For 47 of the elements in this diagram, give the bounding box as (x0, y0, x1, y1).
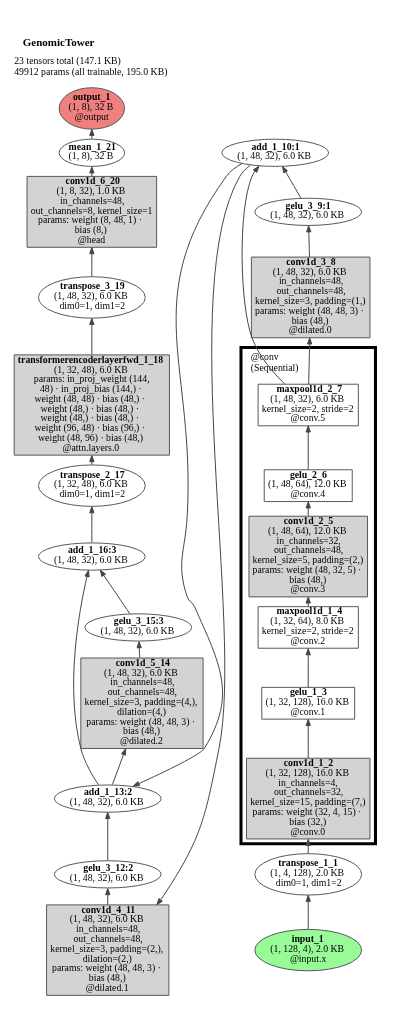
node-box: gelu_1_3 (1, 32, 128), 16.0 KB @conv.1 (261, 686, 356, 720)
node-box: conv1d_2_5 (1, 48, 64), 12.0 KB in_channels=32, out_channels=48, kernel_size=5, padding=(2,) params: weight (48, 32, 5) · bias (48,) @conv.3 (248, 515, 368, 597)
node-ellipse: transpose_3_19 (1, 48, 32), 6.0 KB dim0=1, dim1=2 (37, 275, 146, 319)
arrow (89, 317, 95, 355)
arrow (306, 224, 312, 258)
node-ellipse: gelu_3_9:1 (1, 48, 32), 6.0 KB (254, 197, 363, 226)
node-ellipse: input_1 (1, 128, 4), 2.0 KB @input.x (254, 928, 363, 971)
node-ellipse: output_1 (1, 8), 32 B @output (58, 86, 125, 130)
node-box: conv1d_3_8 (1, 48, 32), 6.0 KB in_channels=48, out_channels=48, kernel_size=3, padding=(1,) params: weight (48, 48, 3) · bias (48,) @dilated.0 (250, 256, 371, 338)
arrow (89, 128, 95, 139)
node-box: conv1d_6_20 (1, 8, 32), 1.0 KB in_channels=48, out_channels=8, kernel_size=1 params: weight (8, 48, 1) · bias (8,) @head (26, 175, 158, 248)
arrow (73, 569, 99, 785)
node-box: gelu_2_6 (1, 48, 64), 12.0 KB @conv.4 (263, 468, 353, 502)
arrow (112, 747, 127, 785)
arrow (89, 505, 95, 543)
arrow (305, 718, 311, 758)
arrow (105, 887, 111, 905)
node-box: maxpool1d_1_4 (1, 32, 64), 8.0 KB kernel_size=2, stride=2 @conv.2 (257, 605, 359, 649)
arrow (307, 336, 313, 384)
label: 23 tensors total (147.1 KB) (14, 54, 121, 66)
node-ellipse: gelu_3_12:2 (1, 48, 32), 6.0 KB (53, 859, 162, 888)
node-ellipse: transpose_1_1 (1, 4, 128), 2.0 KB dim0=1, dim1=2 (254, 852, 363, 896)
arrow (305, 424, 311, 470)
node-ellipse: transpose_2_17 (1, 32, 48), 6.0 KB dim0=1, dim1=2 (37, 463, 146, 507)
node-ellipse: add_1_10:1 (1, 48, 32), 6.0 KB (221, 138, 330, 167)
node-ellipse: add_1_16:3 (1, 48, 32), 6.0 KB (37, 541, 146, 571)
arrow (132, 162, 243, 787)
arrow (99, 569, 131, 614)
arrow (156, 164, 251, 905)
arrow (105, 811, 111, 861)
node-ellipse: add_1_13:2 (1, 48, 32), 6.0 KB (53, 784, 162, 813)
node-ellipse: gelu_3_15:3 (1, 48, 32), 6.0 KB (84, 612, 193, 642)
arrow (282, 165, 302, 199)
arrow (89, 246, 95, 277)
arrow (305, 647, 311, 688)
node-box: conv1d_1_2 (1, 32, 128), 16.0 KB in_channels=4, out_channels=32, kernel_size=15, padding=(7,) params: weight (32, 4, 15) · bias (32,) @conv.0 (246, 757, 371, 839)
arrow (241, 165, 285, 384)
arrow (89, 454, 95, 465)
arrow (136, 640, 142, 658)
label: 49912 params (all trainable, 195.0 KB) (14, 65, 168, 77)
node-ellipse: mean_1_21 (1, 8), 32 B (58, 138, 125, 167)
node-box: conv1d_5_14 (1, 48, 32), 6.0 KB in_channels=48, out_channels=48, kernel_size=3, padding=(4,), dilation=(4,) params: weight (48, 48, 3) · bias (48,) @dilated.2 (80, 657, 204, 749)
node-box: conv1d_4_11 (1, 48, 32), 6.0 KB in_channels=48, out_channels=48, kernel_size=3, padding=(2,), dilation=(2,) params: weight (48, 48, 3) · bias (48,) @dilated.1 (46, 903, 170, 996)
node-box: transformerencoderlayerfwd_1_18 (1, 32, 48), 6.0 KB params: in_proj_weight (144, 48) · in_proj_bias (144,) · weight (48, 48) · bias (48,) · weight (48,) · bias (48,) · weight (48,) · bias (48,) · weight (96, 48) · bias (96,) · weight (48, 96) · bias (48,) @attn.layers.0 (13, 353, 170, 456)
node-box: maxpool1d_2_7 (1, 48, 32), 6.0 KB kernel_size=2, stride=2 @conv.5 (257, 383, 359, 426)
arrow (305, 894, 311, 930)
diagram-title: GenomicTower (22, 35, 95, 48)
